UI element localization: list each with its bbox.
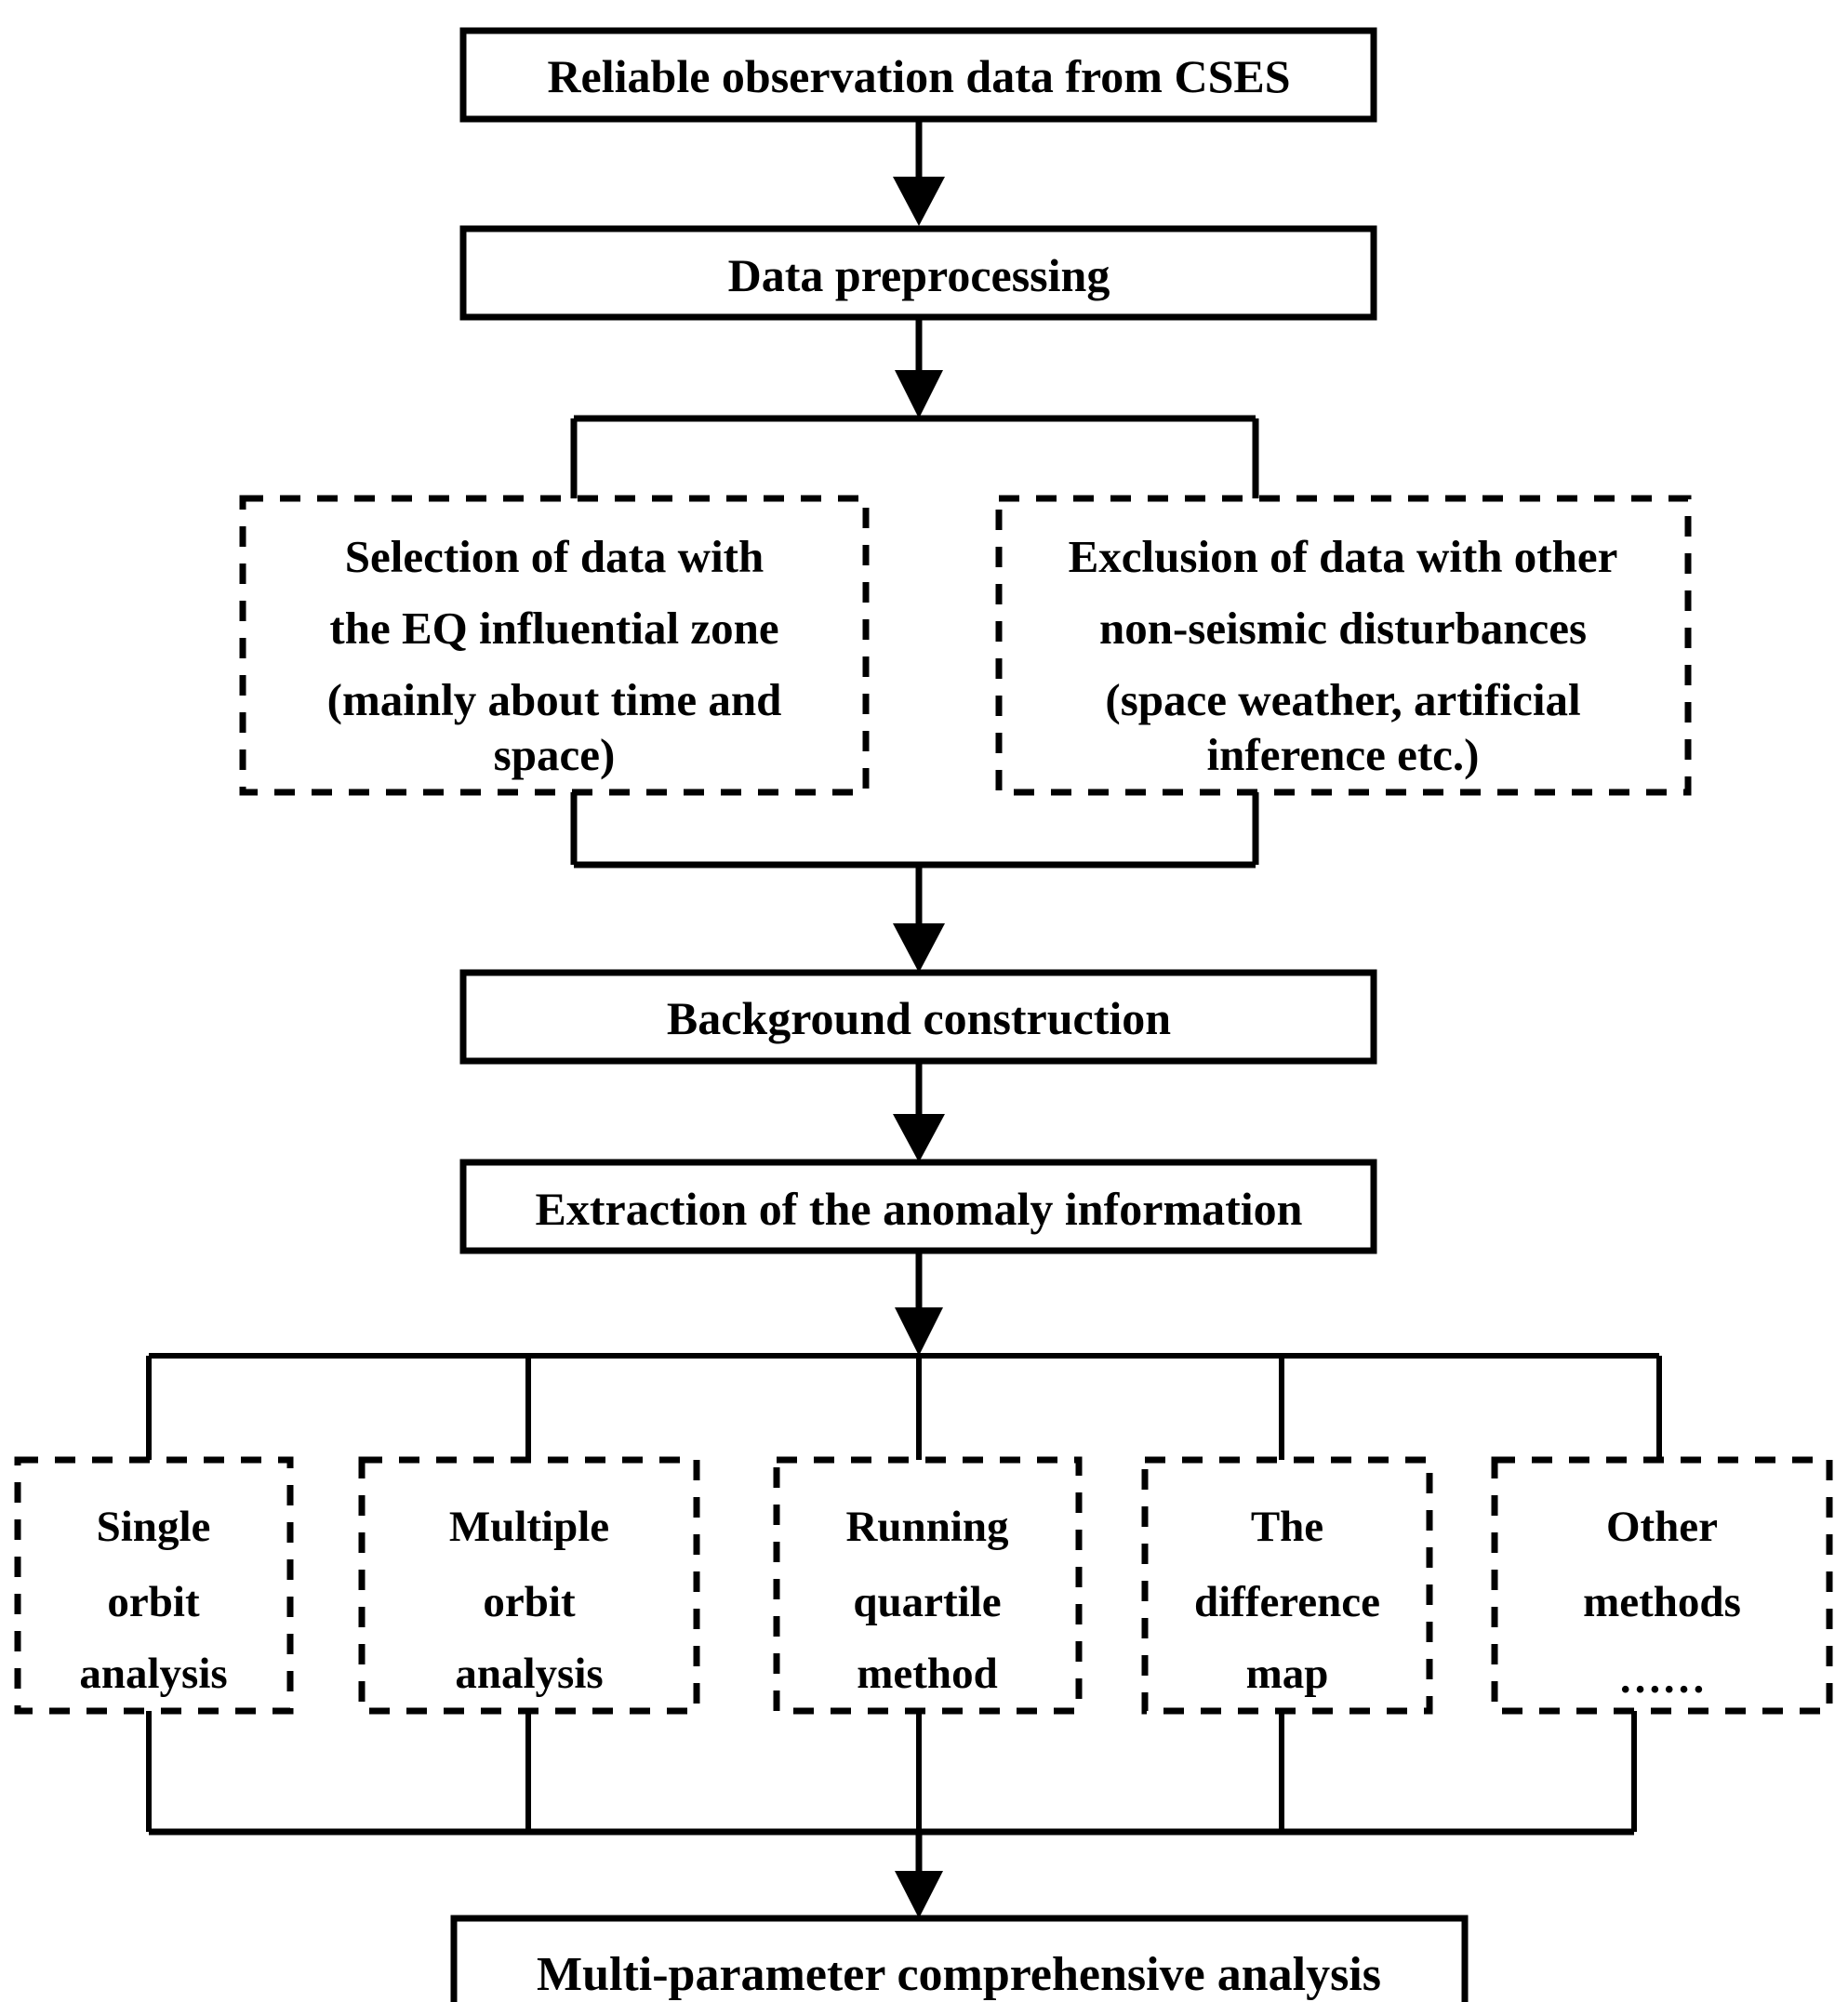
node-exclusion-line-2: non-seismic disturbances xyxy=(1099,603,1587,654)
node-method-2: Running quartile method xyxy=(773,1456,1083,1715)
arrowhead-icon xyxy=(895,370,943,418)
node-method-1: Multiple orbit analysis xyxy=(358,1456,700,1715)
node-preprocessing-box xyxy=(459,225,1377,321)
node-method-3-line-2: difference xyxy=(1194,1578,1380,1626)
node-method-2-box xyxy=(773,1456,1083,1715)
node-background-box xyxy=(459,969,1377,1065)
node-method-1-line-2: orbit xyxy=(483,1578,576,1626)
node-method-2-line-3: method xyxy=(857,1650,997,1698)
node-selection-line-1: Selection of data with xyxy=(345,531,764,582)
node-method-0-line-3: analysis xyxy=(79,1650,227,1698)
split-bar-filters xyxy=(570,415,1259,498)
node-method-3-line-1: The xyxy=(1251,1503,1323,1551)
node-exclusion-line-3: (space weather, artificial xyxy=(1105,674,1580,725)
node-background-label: Background construction xyxy=(667,992,1171,1044)
arrow-merge-to-background xyxy=(893,865,945,973)
node-source-label: Reliable observation data from CSES xyxy=(547,50,1290,102)
node-exclusion: Exclusion of data with other non-seismic… xyxy=(995,495,1692,796)
node-exclusion-line-4: inference etc.) xyxy=(1207,729,1480,780)
arrowhead-icon xyxy=(895,1871,943,1918)
node-selection-line-4: space) xyxy=(494,729,616,780)
arrow-methods-to-final xyxy=(895,1832,943,1918)
node-selection-line-2: the EQ influential zone xyxy=(329,603,778,654)
node-method-2-line-1: Running xyxy=(845,1503,1009,1551)
node-method-0-line-1: Single xyxy=(97,1503,211,1551)
arrow-source-to-preprocessing xyxy=(893,119,945,226)
arrow-preprocessing-to-split xyxy=(895,317,943,418)
node-method-1-box xyxy=(358,1456,700,1715)
node-method-1-line-3: analysis xyxy=(455,1650,603,1698)
arrowhead-icon xyxy=(893,923,945,973)
node-method-0-line-2: orbit xyxy=(107,1578,200,1626)
node-method-3-line-3: map xyxy=(1246,1650,1329,1698)
arrow-background-to-extraction xyxy=(893,1061,945,1162)
node-background: Background construction xyxy=(459,969,1377,1065)
node-extraction: Extraction of the anomaly information xyxy=(459,1159,1377,1254)
node-method-0: Single orbit analysis xyxy=(14,1456,294,1715)
node-final-box xyxy=(450,1915,1469,2002)
arrowhead-icon xyxy=(893,1114,945,1162)
node-method-4: Other methods …… xyxy=(1491,1456,1833,1715)
node-method-2-line-2: quartile xyxy=(853,1578,1001,1626)
node-method-0-box xyxy=(14,1456,294,1715)
node-method-4-line-2: methods xyxy=(1583,1578,1741,1626)
arrowhead-icon xyxy=(893,177,945,226)
split-bar-methods xyxy=(146,1353,1662,1460)
node-exclusion-line-1: Exclusion of data with other xyxy=(1069,531,1618,582)
node-method-4-line-1: Other xyxy=(1606,1503,1718,1551)
node-source: Reliable observation data from CSES xyxy=(459,27,1377,123)
node-final-label: Multi-parameter comprehensive analysis xyxy=(537,1948,1381,2001)
node-selection-box xyxy=(239,495,870,796)
node-method-4-box xyxy=(1491,1456,1833,1715)
merge-bar-filters xyxy=(570,792,1259,868)
node-method-3-box xyxy=(1141,1456,1433,1715)
node-method-3: The difference map xyxy=(1141,1456,1433,1715)
node-preprocessing: Data preprocessing xyxy=(459,225,1377,321)
node-method-1-line-1: Multiple xyxy=(449,1503,609,1551)
arrow-extraction-to-methods xyxy=(895,1251,943,1356)
node-final: Multi-parameter comprehensive analysis xyxy=(450,1915,1469,2002)
arrowhead-icon xyxy=(895,1307,943,1356)
node-method-4-line-3: …… xyxy=(1618,1654,1706,1703)
node-extraction-label: Extraction of the anomaly information xyxy=(536,1183,1303,1235)
node-preprocessing-label: Data preprocessing xyxy=(728,249,1110,301)
node-selection: Selection of data with the EQ influentia… xyxy=(239,495,870,796)
merge-bar-methods xyxy=(146,1711,1637,1836)
node-exclusion-box xyxy=(995,495,1692,796)
node-selection-line-3: (mainly about time and xyxy=(327,674,782,725)
